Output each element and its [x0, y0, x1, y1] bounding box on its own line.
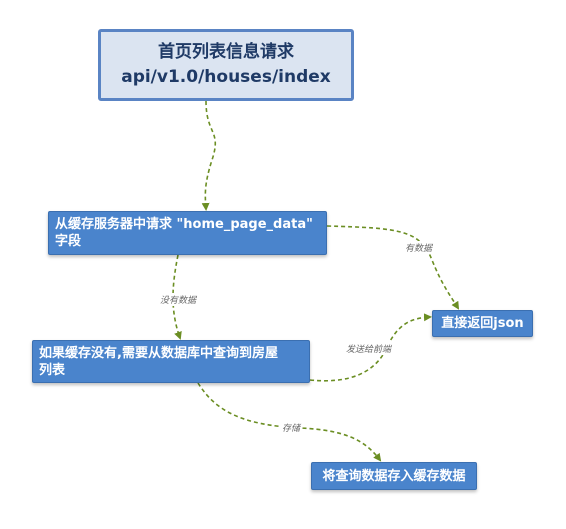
request-title-line1: 首页列表信息请求	[158, 42, 294, 62]
edge-label-send-to-frontend: 发送给前端	[344, 342, 394, 355]
edge-label-no-data: 没有数据	[158, 293, 199, 306]
edge-cache-to-return	[326, 225, 460, 310]
db-query-node: 如果缓存没有,需要从数据库中查询到房屋 列表	[32, 340, 310, 383]
store-cache-label: 将查询数据存入缓存数据	[322, 469, 466, 484]
direct-return-label: 直接返回json	[441, 316, 524, 331]
direct-return-node: 直接返回json	[432, 310, 533, 337]
cache-request-line1: 从缓存服务器中请求 "home_page_data"	[55, 217, 313, 232]
edge-label-store: 存储	[280, 421, 303, 434]
db-query-line2: 列表	[39, 363, 66, 378]
edge-db-to-return	[309, 313, 432, 382]
request-title-line2: api/v1.0/houses/index	[121, 67, 331, 87]
edge-label-has-data: 有数据	[403, 241, 435, 254]
db-query-line1: 如果缓存没有,需要从数据库中查询到房屋	[39, 346, 278, 361]
store-cache-node: 将查询数据存入缓存数据	[311, 462, 477, 490]
edge-title-to-cache	[201, 100, 217, 211]
cache-request-node: 从缓存服务器中请求 "home_page_data" 字段	[48, 211, 327, 255]
cache-request-line2: 字段	[55, 234, 82, 249]
request-title-node: 首页列表信息请求 api/v1.0/houses/index	[98, 29, 354, 101]
